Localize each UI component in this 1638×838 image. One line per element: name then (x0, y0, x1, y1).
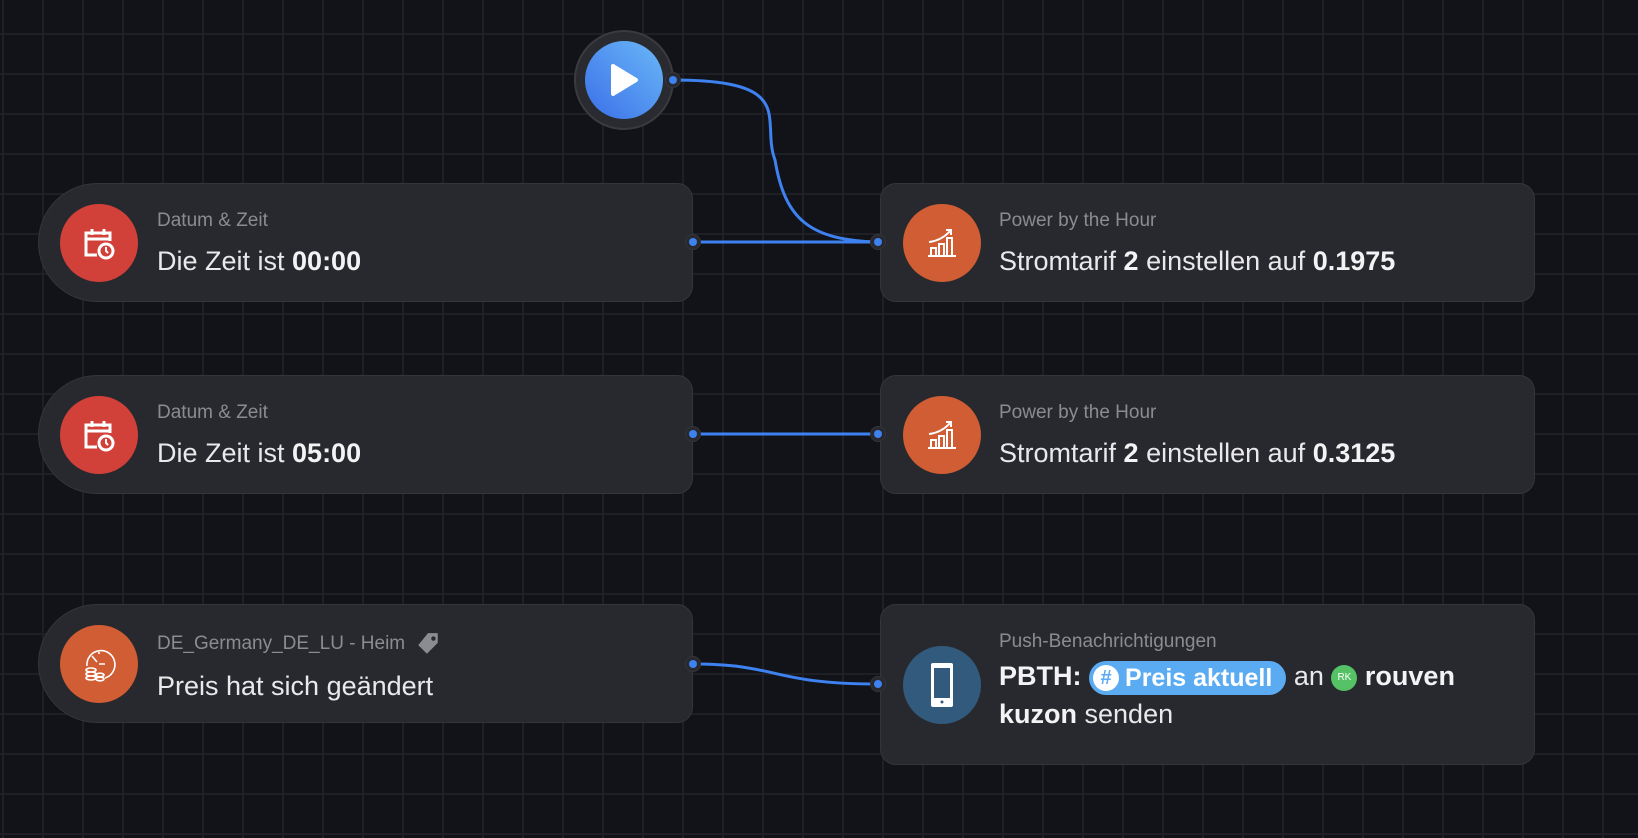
play-icon (611, 64, 638, 96)
connection-start-to-power1 (672, 78, 879, 244)
action-text: Stromtarif 2 einstellen auf 0.1975 (999, 246, 1396, 276)
action-card-power-0.1975[interactable]: Power by the Hour Stromtarif 2 einstelle… (880, 183, 1535, 302)
calendar-clock-icon (60, 396, 138, 474)
app-name: DE_Germany_DE_LU - Heim (157, 633, 406, 654)
input-port[interactable] (870, 676, 886, 692)
trigger-text: Preis hat sich geändert (157, 671, 434, 701)
input-port[interactable] (870, 234, 886, 250)
trigger-card-time-0000[interactable]: Datum & Zeit Die Zeit ist 00:00 (38, 183, 693, 302)
action-card-push-notification[interactable]: Push-Benachrichtigungen PBTH: #Preis akt… (880, 604, 1535, 765)
action-text: Stromtarif 2 einstellen auf 0.3125 (999, 438, 1396, 468)
start-button[interactable] (574, 30, 674, 130)
tag-icon (418, 633, 438, 654)
clock-coins-icon (60, 625, 138, 703)
app-name: Datum & Zeit (157, 210, 268, 231)
calendar-clock-icon (60, 204, 138, 282)
app-name: Power by the Hour (999, 402, 1157, 423)
app-name: Datum & Zeit (157, 402, 268, 423)
trigger-card-time-0500[interactable]: Datum & Zeit Die Zeit ist 05:00 (38, 375, 693, 494)
trigger-text: Die Zeit ist 00:00 (157, 246, 362, 276)
chart-growth-icon (903, 204, 981, 282)
start-output-port[interactable] (665, 72, 681, 88)
trigger-text: Die Zeit ist 05:00 (157, 438, 362, 468)
input-port[interactable] (870, 426, 886, 442)
variable-chip[interactable]: #Preis aktuell (1089, 660, 1287, 695)
app-name: Power by the Hour (999, 210, 1157, 231)
app-name: Push-Benachrichtigungen (999, 631, 1217, 652)
smartphone-icon (903, 646, 981, 724)
hash-icon: # (1093, 664, 1120, 691)
output-port[interactable] (685, 656, 701, 672)
chart-growth-icon (903, 396, 981, 474)
user-avatar: RK (1331, 664, 1358, 691)
connection-price-to-push (692, 662, 879, 686)
action-text: PBTH: #Preis aktuell an RK rouven kuzon … (999, 660, 1455, 729)
action-card-power-0.3125[interactable]: Power by the Hour Stromtarif 2 einstelle… (880, 375, 1535, 494)
output-port[interactable] (685, 234, 701, 250)
output-port[interactable] (685, 426, 701, 442)
trigger-card-price-changed[interactable]: DE_Germany_DE_LU - Heim Preis hat sich g… (38, 604, 693, 723)
